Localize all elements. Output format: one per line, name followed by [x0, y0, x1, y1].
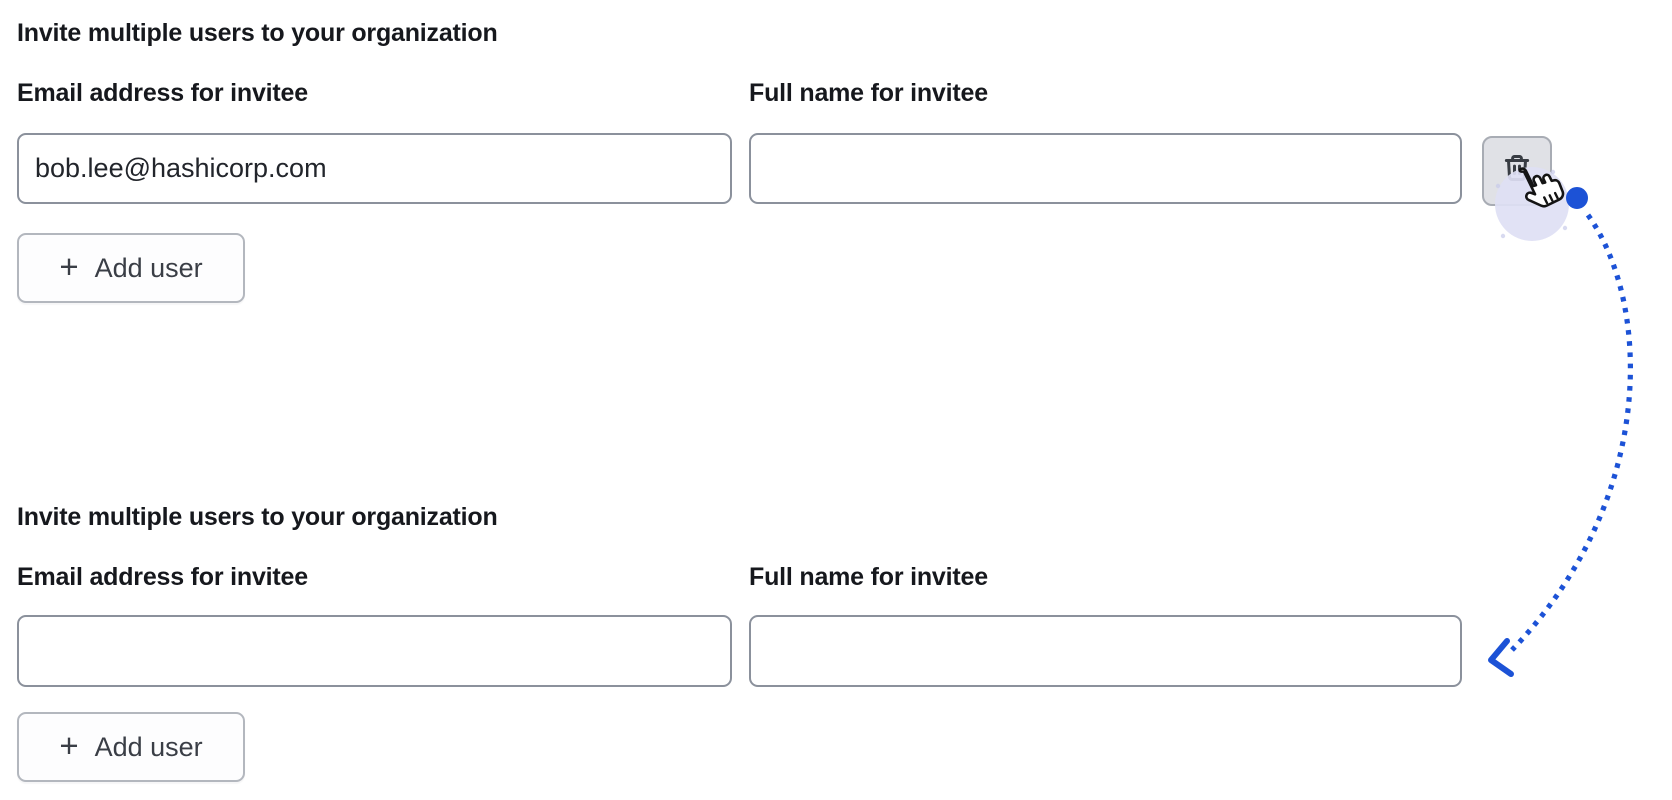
- full-name-label: Full name for invitee: [749, 563, 988, 591]
- email-input[interactable]: [17, 133, 732, 204]
- section-heading: Invite multiple users to your organizati…: [17, 503, 498, 531]
- dotted-arrow-curve: [1510, 213, 1633, 652]
- delete-row-button[interactable]: [1482, 136, 1552, 206]
- email-label: Email address for invitee: [17, 563, 308, 591]
- add-user-button[interactable]: + Add user: [17, 712, 245, 782]
- arrow-start-dot: [1566, 187, 1588, 209]
- add-user-button[interactable]: + Add user: [17, 233, 245, 303]
- plus-icon: +: [59, 727, 79, 764]
- email-input[interactable]: [17, 615, 732, 687]
- plus-icon: +: [59, 248, 79, 285]
- add-user-label: Add user: [94, 252, 203, 283]
- section-heading: Invite multiple users to your organizati…: [17, 19, 498, 47]
- arrowhead-icon: [1488, 638, 1514, 677]
- email-label: Email address for invitee: [17, 79, 308, 107]
- add-user-label: Add user: [94, 731, 203, 762]
- full-name-label: Full name for invitee: [749, 79, 988, 107]
- full-name-input[interactable]: [749, 615, 1462, 687]
- full-name-input[interactable]: [749, 133, 1462, 204]
- trash-icon: [1504, 155, 1530, 182]
